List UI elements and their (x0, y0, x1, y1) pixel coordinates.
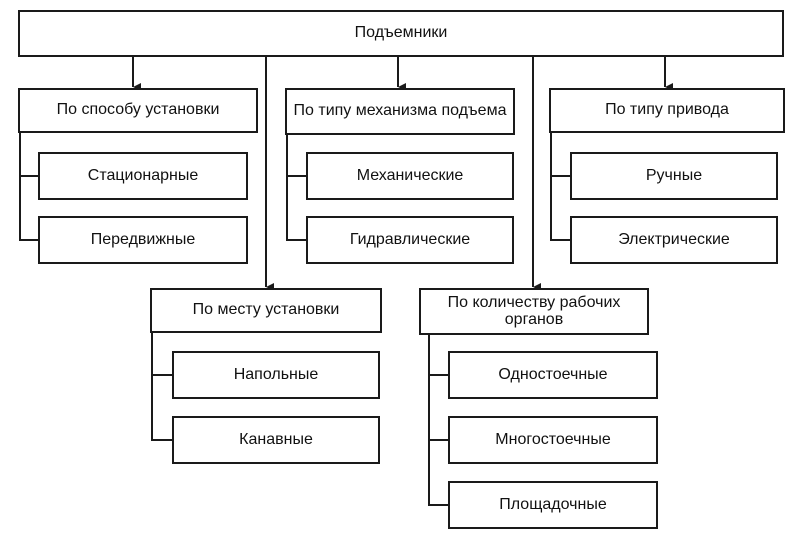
item-box-pit: Канавные (172, 416, 380, 464)
category-box-installation-method: По способу установки (18, 88, 258, 133)
bracket-group-5 (428, 335, 448, 506)
bracket-group-1 (19, 133, 38, 241)
bracket-group-3 (550, 133, 570, 241)
category-box-lift-mechanism: По типу механизма подъема (285, 88, 515, 135)
item-box-platform: Площадочные (448, 481, 658, 529)
item-box-stationary: Стационарные (38, 152, 248, 200)
root-box: Подъемники (18, 10, 784, 57)
item-box-electric: Электрические (570, 216, 778, 264)
bracket-group-4 (151, 333, 172, 441)
item-box-floor: Напольные (172, 351, 380, 399)
item-box-multi-post: Многостоечные (448, 416, 658, 464)
item-box-single-post: Одностоечные (448, 351, 658, 399)
category-box-installation-place: По месту установки (150, 288, 382, 333)
item-box-manual: Ручные (570, 152, 778, 200)
bracket-group-2 (286, 135, 306, 241)
item-box-mobile: Передвижные (38, 216, 248, 264)
item-box-hydraulic: Гидравлические (306, 216, 514, 264)
item-box-mechanical: Механические (306, 152, 514, 200)
category-box-drive-type: По типу привода (549, 88, 785, 133)
category-box-working-bodies: По количеству рабочих органов (419, 288, 649, 335)
